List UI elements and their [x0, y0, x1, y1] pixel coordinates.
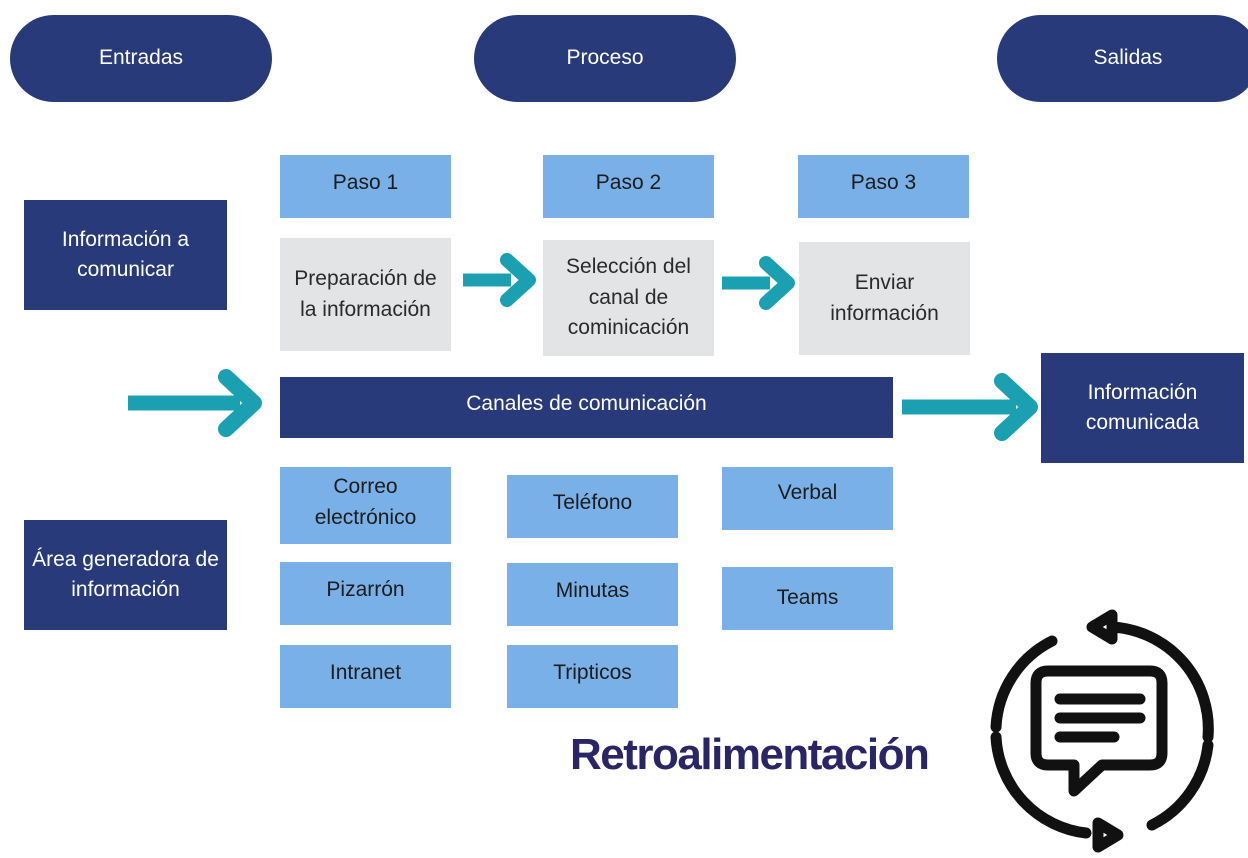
channels-bar: Canales de comunicación [280, 377, 893, 438]
header-proceso: Proceso [474, 15, 736, 102]
step-1-action: Preparación de la información [280, 238, 451, 351]
header-salidas: Salidas [997, 15, 1248, 102]
channel-verbal: Verbal [722, 467, 893, 530]
channel-minutes: Minutas [507, 563, 678, 626]
step-3-action: Enviar información [799, 242, 970, 355]
channel-tripticos: Tripticos [507, 645, 678, 708]
channel-email: Correo electrónico [280, 467, 451, 544]
output-information-box: Información comunicada [1041, 353, 1244, 463]
source-area-box: Área generadora de información [24, 520, 227, 630]
right-arrow-icon [128, 369, 262, 437]
feedback-title: Retroalimentación [570, 730, 930, 779]
right-arrow-icon [902, 373, 1038, 441]
header-entradas: Entradas [10, 15, 272, 102]
channel-whiteboard: Pizarrón [280, 562, 451, 625]
input-information-box: Información a comunicar [24, 200, 227, 310]
right-arrow-icon [722, 256, 795, 310]
feedback-chat-cycle-icon [990, 609, 1214, 853]
step-2-label: Paso 2 [543, 155, 714, 218]
step-1-label: Paso 1 [280, 155, 451, 218]
channel-phone: Teléfono [507, 475, 678, 538]
right-arrow-icon [463, 253, 536, 307]
channel-intranet: Intranet [280, 645, 451, 708]
step-2-action: Selección del canal de cominicación [543, 240, 714, 356]
step-3-label: Paso 3 [798, 155, 969, 218]
channel-teams: Teams [722, 567, 893, 630]
